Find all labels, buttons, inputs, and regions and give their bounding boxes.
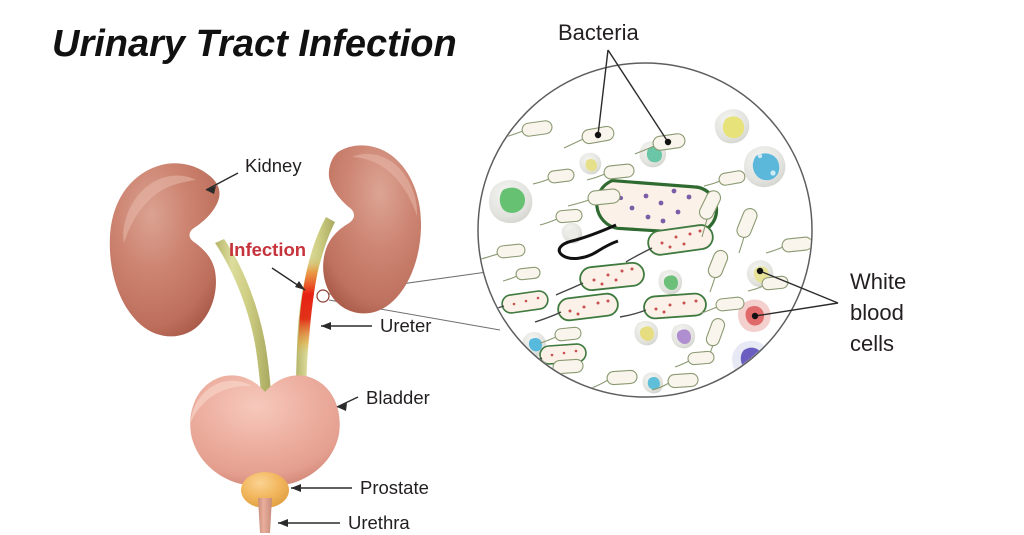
left-ureter — [215, 239, 271, 400]
label-white-blood-cells-line1: White — [850, 269, 906, 294]
bacterium-small — [674, 350, 715, 368]
urethra — [258, 498, 272, 533]
leader-white-blood-cells — [751, 267, 839, 320]
bacterium-medium — [619, 292, 707, 320]
leader-ureter — [321, 322, 372, 330]
label-ureter: Ureter — [380, 315, 431, 336]
bacterium-small — [539, 326, 582, 344]
white-blood-cell — [671, 323, 696, 349]
label-kidney: Kidney — [245, 155, 302, 176]
anatomy-labels: Kidney Infection Ureter Bladder Prostate — [205, 155, 431, 533]
bacterium-small — [539, 208, 583, 226]
bacterium-small — [651, 372, 699, 391]
bacteria-medium-group — [481, 224, 714, 367]
bacterium-medium — [555, 261, 645, 296]
leader-urethra — [278, 519, 340, 527]
bacterium-small — [532, 168, 575, 185]
bacterium-small — [567, 188, 621, 207]
white-blood-cell — [579, 152, 602, 175]
magnification-source-marker — [316, 289, 330, 303]
bacterium-small — [765, 236, 811, 254]
label-prostate: Prostate — [360, 477, 429, 498]
left-kidney-highlight — [123, 175, 196, 243]
white-blood-cell — [744, 146, 786, 188]
bacterium-small — [480, 243, 526, 260]
prostate — [241, 472, 289, 508]
bacterium-medium — [534, 292, 619, 323]
ureter-infection-glow — [297, 255, 321, 358]
page-title: Urinary Tract Infection — [52, 23, 457, 65]
leader-prostate — [291, 484, 352, 492]
bladder — [190, 375, 340, 485]
label-bacteria: Bacteria — [558, 20, 639, 45]
leader-kidney — [205, 172, 239, 194]
label-white-blood-cells-line2: blood — [850, 300, 904, 325]
label-infection: Infection — [229, 239, 306, 260]
bacterium-small — [736, 208, 758, 254]
right-kidney — [323, 145, 422, 314]
white-blood-cell — [658, 269, 683, 295]
white-blood-cells-group — [489, 109, 786, 394]
bacterium-small — [703, 170, 746, 187]
bacterium-small — [707, 249, 729, 293]
label-bladder: Bladder — [366, 387, 430, 408]
label-urethra: Urethra — [348, 512, 410, 533]
white-blood-cell — [714, 109, 750, 144]
bacterium-small — [698, 190, 722, 238]
bacterium-small — [502, 266, 541, 282]
bladder-highlight — [191, 380, 252, 422]
bacterium-medium — [625, 224, 714, 263]
right-kidney-highlight — [352, 153, 418, 216]
leader-bacteria — [594, 49, 672, 146]
leader-bladder — [336, 396, 359, 411]
label-white-blood-cells-line3: cells — [850, 331, 894, 356]
white-blood-cell — [634, 320, 659, 346]
magnified-contents — [480, 109, 811, 394]
leader-infection — [271, 267, 306, 291]
bacterium-small — [590, 369, 638, 389]
bacterium-small — [700, 296, 745, 314]
white-blood-cell — [489, 180, 533, 224]
urinary-tract-anatomy — [109, 145, 422, 533]
magnified-labels: Bacteria White blood cells — [558, 20, 906, 356]
bacterium-small — [586, 163, 635, 181]
